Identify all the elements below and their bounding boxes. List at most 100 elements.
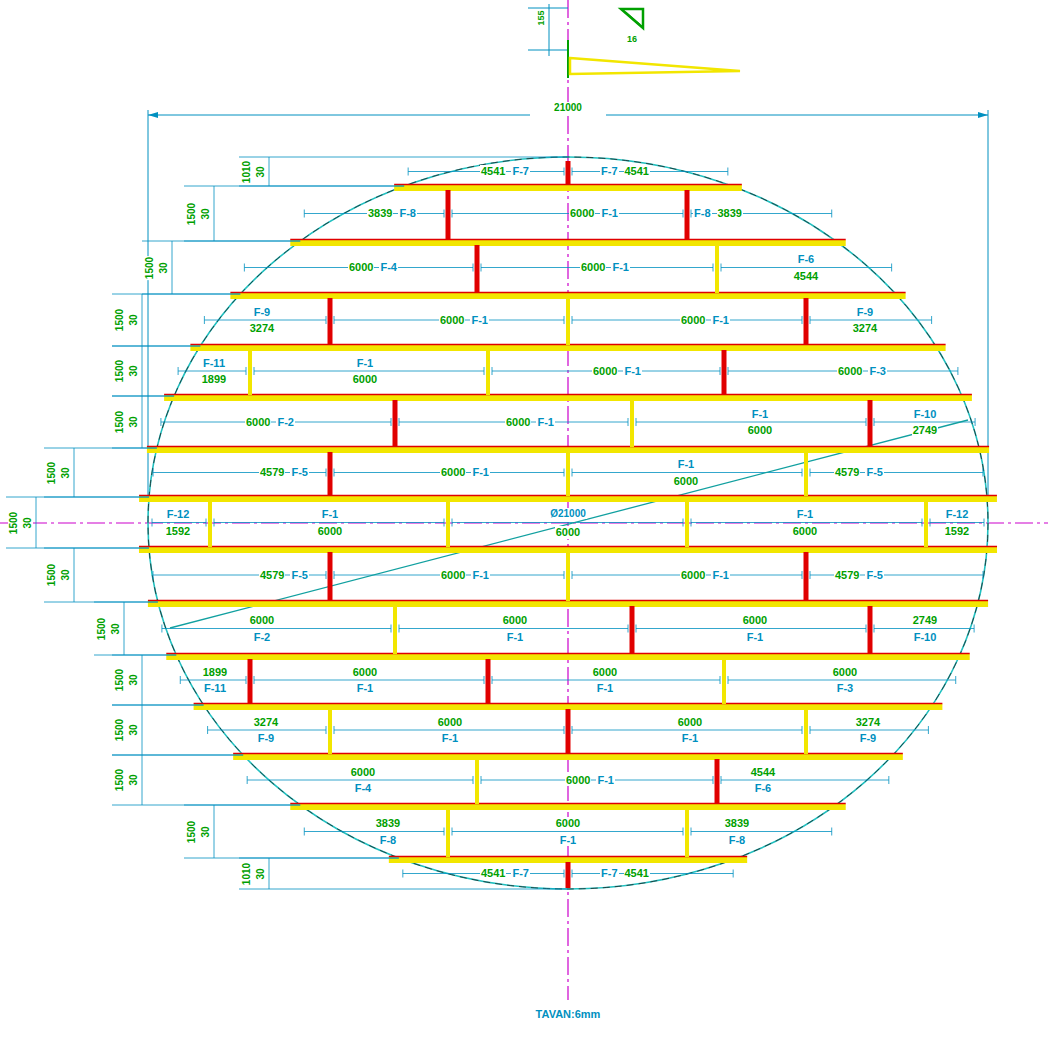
dimension-label: 30 [55,466,73,479]
plate-dimension-tick [244,264,245,272]
plate-dimension-tick [326,571,327,579]
plate-dimension-tick [326,316,327,324]
plate-dimension-tick [572,726,573,734]
plate-dimension-tick [922,519,923,527]
plate-dimension-line [399,628,628,629]
shop-joint [393,606,397,654]
extension-line [44,448,157,449]
plate-mark: F-4 [354,782,373,794]
plate-dimension-tick [326,469,327,477]
plate-dimension-tick [214,519,215,527]
plate-dimension-tick [161,625,162,633]
shop-joint [804,452,808,496]
shop-joint [685,809,689,857]
roof-plate: 6000F-1 [488,655,724,705]
plate-dimension-tick [636,418,637,426]
roof-plate: 6000F-1 [330,294,568,346]
plate-length: 4541 [480,867,506,879]
dimension-label: 30 [195,825,213,838]
plate-length: 4541 [624,867,650,879]
dimension-value: 1500 [96,616,107,640]
dimension-value: 30 [128,773,139,786]
roof-plate: F-16000 [568,448,806,497]
seam-edge [147,446,989,447]
plate-mark: F-1 [356,357,375,369]
dimension-label: 1010 [236,159,254,183]
plate-dimension-tick [866,625,867,633]
extension-line [528,50,568,51]
dimension-value: 30 [255,867,266,880]
plate-dimension-tick [481,776,482,784]
dimension-label: 30 [195,207,213,220]
shop-joint [446,501,450,547]
roof-plate: 6000F-1 [395,396,632,448]
plate-dimension-tick [683,519,684,527]
plate-dimension-tick [304,828,305,836]
dimension-value: 30 [110,622,121,635]
plate-dimension-line [452,522,683,523]
plate-length: 6000 [555,817,581,829]
plate-mark: F-12 [166,508,191,520]
dimension-line [606,115,988,116]
seam-weld [139,496,997,502]
plate-length: 6000 [440,466,466,478]
dimension-value: 1500 [186,201,197,225]
plate-length: 4541 [480,165,506,177]
plate-dimension-tick [928,726,929,734]
shop-joint [248,350,252,395]
plate-mark: F-8 [693,207,712,219]
shop-joint [446,809,450,857]
seam-edge [389,856,747,857]
plate-length: 6000 [837,365,863,377]
plate-dimension-tick [326,726,327,734]
plate-length: 4544 [793,270,819,282]
extension-line [184,186,404,187]
plate-mark: F-1 [559,834,578,846]
plate-dimension-tick [152,519,153,527]
dimension-line [74,448,75,497]
roof-plate: F-102749 [870,396,979,448]
roof-plate: 6000F-1 [395,602,632,655]
shop-joint [722,659,726,704]
plate-length: 6000 [249,614,275,626]
plate-dimension-tick [713,264,714,272]
field-joint [248,659,253,704]
plate-length: 6000 [350,766,376,778]
plate-dimension-tick [207,726,208,734]
extension-line [112,655,176,656]
plate-dimension-line [254,371,484,372]
dimension-value: 16 [626,34,638,44]
plate-length: 6000 [592,666,618,678]
dimension-line [142,346,143,396]
extension-line [44,602,158,603]
extension-line [112,755,243,756]
roof-plate: F-16000 [687,497,926,548]
plate-length: 3274 [249,322,275,334]
plate-dimension-tick [304,210,305,218]
roof-plate: 6000F-1 [448,805,687,858]
shop-joint [566,452,570,496]
plate-dimension-line [334,730,564,731]
plate-length: 6000 [555,526,581,538]
plate-dimension-tick [564,726,565,734]
plate-length: 1592 [165,525,191,537]
plate-mark: F-8 [398,207,417,219]
shop-joint [566,552,570,601]
plate-mark: F-6 [797,253,816,265]
dimension-label: 155 [530,9,548,26]
seam-weld [166,654,969,660]
plate-dimension-tick [636,625,637,633]
field-joint [566,862,571,888]
field-joint [328,452,333,496]
roof-plate: 6000F-4 [243,755,477,805]
plate-length: 6000 [792,525,818,537]
dimension-label: 1500 [181,819,199,843]
plate-mark: F-11 [203,682,227,694]
plate-mark: F-1 [596,682,615,694]
seam-edge [290,239,845,240]
field-joint [393,400,398,447]
roof-plate: 4544F-6 [717,755,893,805]
dimension-label: 1500 [109,410,127,434]
seam-edge [290,803,845,804]
plate-dimension-line [636,422,866,423]
